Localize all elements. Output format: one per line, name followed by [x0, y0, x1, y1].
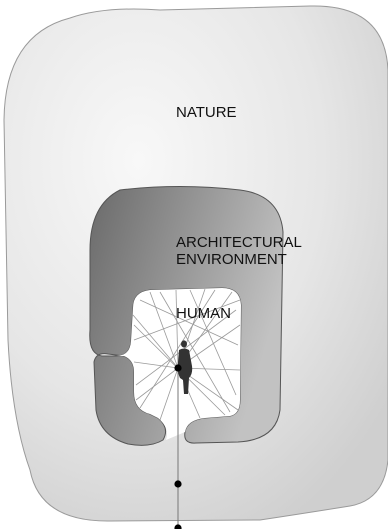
- sightline: [189, 289, 237, 396]
- sightline: [139, 299, 239, 346]
- point-dot-edge: [174, 524, 182, 529]
- sightline: [135, 367, 179, 401]
- sightline: [133, 299, 241, 341]
- architectural-label-line-2: ENVIRONMENT: [176, 251, 287, 268]
- nature-label: NATURE: [176, 104, 237, 121]
- sightline: [139, 289, 216, 409]
- sightline: [159, 291, 231, 413]
- sightline: [135, 309, 237, 386]
- architectural-environment-label: ARCHITECTURAL ENVIRONMENT: [176, 234, 302, 268]
- sightline: [159, 367, 179, 421]
- person-icon: [177, 340, 193, 394]
- sightline: [175, 289, 179, 369]
- human-label: HUMAN: [176, 305, 231, 322]
- point-dot-path: [174, 480, 182, 488]
- architectural-label-line-1: ARCHITECTURAL: [176, 234, 302, 251]
- point-dot-human: [174, 364, 182, 372]
- sightline: [133, 361, 179, 369]
